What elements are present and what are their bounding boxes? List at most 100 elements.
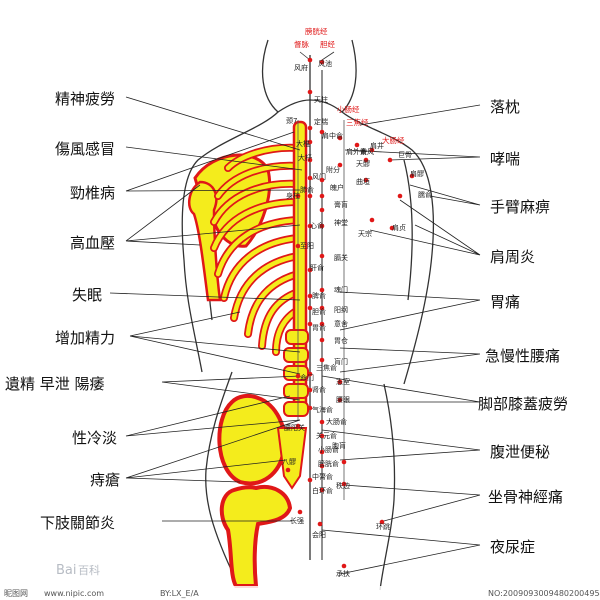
humerus: [187, 180, 222, 302]
point-label: 命门: [300, 373, 314, 382]
indication-label: 手臂麻痹: [490, 198, 550, 216]
meridian-gallbladder: 胆经: [320, 39, 335, 49]
point-label: 胞肓: [332, 441, 346, 450]
point-label: 胆俞: [312, 307, 326, 316]
point-label: 魂门: [334, 285, 348, 294]
watermarks: 昵图网 www.nipic.com BY:LX_E/A NO:200909300…: [0, 563, 600, 600]
point-label: 承扶: [336, 569, 350, 578]
point-label: 长强: [290, 516, 304, 525]
point-label: 肩贞: [392, 223, 406, 232]
point-label: 巨骨: [398, 151, 412, 159]
point-label: 白环俞: [312, 486, 333, 495]
acupoint-markers: [285, 57, 415, 569]
point-label: 膈关: [334, 253, 348, 262]
indication-label: 勁椎病: [70, 184, 115, 202]
point-label: 肺俞: [300, 185, 314, 194]
point-label: 臑俞: [418, 190, 432, 199]
point-label: 阳纲: [334, 305, 348, 314]
point-label: 胃仓: [334, 336, 348, 345]
watermark-site-name: 昵图网: [4, 589, 28, 598]
point-label: 附分: [326, 165, 340, 174]
point-label: 大杼: [298, 153, 312, 162]
meridian-large-intestine: 大肠经: [382, 135, 405, 145]
point-label: 天柱: [314, 95, 328, 104]
point-label: 天宗: [358, 229, 372, 238]
watermark-baidu: Bai: [56, 563, 77, 578]
acupoint-labels: 风府 风池 天柱 颈7 定喘 大椎 肩中俞 肩外俞 巨骨 大杼 风门 天髎 附分…: [282, 59, 432, 578]
point-label: 三焦俞: [316, 363, 337, 372]
point-label: 神堂: [334, 218, 348, 227]
point-label: 身柱: [286, 191, 300, 200]
watermark-baidu-suffix: 百科: [78, 563, 100, 577]
point-label: 意舍: [334, 319, 348, 328]
sacrum: [276, 427, 308, 490]
indication-label: 失眠: [72, 286, 102, 304]
point-label: 膏肓: [334, 200, 348, 209]
point-label: 定喘: [314, 117, 328, 126]
indication-label: 下肢關節炎: [40, 514, 115, 532]
meridian-lines: [297, 51, 345, 560]
point-label: 大椎: [296, 139, 310, 148]
indication-label: 腹泄便秘: [490, 443, 550, 461]
point-label: 脾俞: [312, 291, 326, 300]
meridian-bladder: 膀胱经: [305, 26, 328, 36]
indication-label: 肩周炎: [490, 248, 535, 266]
indication-label: 精神疲勞: [55, 90, 115, 108]
indication-label: 性冷淡: [72, 429, 117, 447]
point-label: 曲垣: [356, 177, 370, 186]
point-label: 八髎: [282, 458, 296, 466]
indication-label: 夜尿症: [490, 538, 535, 556]
point-label: 肩井: [370, 141, 384, 150]
point-label: 肩外俞: [346, 147, 367, 156]
point-label: 肩髎: [410, 169, 424, 178]
indication-label: 脚部膝蓋疲勞: [478, 395, 568, 413]
point-label: 中膂俞: [312, 472, 333, 481]
indication-label: 哮喘: [490, 150, 520, 168]
point-label: 小肠俞: [318, 445, 339, 454]
point-label: 秉风: [360, 147, 374, 156]
indication-label: 坐骨神經痛: [488, 488, 563, 506]
point-label: 魄户: [330, 183, 344, 192]
indication-label: 高血壓: [70, 234, 115, 252]
indication-label: 痔瘡: [90, 471, 120, 489]
right-indication-labels: 落枕 哮喘 手臂麻痹 肩周炎 胃痛 急慢性腰痛 脚部膝蓋疲勞 腹泄便秘 坐骨神經…: [478, 98, 568, 556]
meridian-names: 膀胱经 督脉 胆经 小肠经 三焦经 大肠经: [294, 26, 405, 145]
point-label: 颈7: [286, 117, 297, 125]
point-label: 天髎: [356, 160, 370, 168]
point-label: 环跳: [376, 522, 390, 531]
point-label: 大肠俞: [326, 417, 347, 426]
watermark-url: www.nipic.com: [44, 589, 104, 598]
femur: [219, 485, 293, 588]
point-label: 关元俞: [316, 431, 337, 440]
point-label: 风池: [318, 59, 332, 68]
point-label: 腰眼: [336, 396, 350, 404]
indication-label: 急慢性腰痛: [485, 347, 560, 365]
point-label: 志室: [336, 377, 350, 386]
point-label: 会阳: [312, 530, 326, 539]
point-label: 肾俞: [312, 385, 326, 394]
point-label: 肩中俞: [322, 131, 343, 140]
indication-label: 胃痛: [490, 293, 520, 311]
meridian-small-intestine: 小肠经: [337, 104, 360, 114]
point-label: 肝俞: [310, 263, 324, 272]
indication-label: 落枕: [490, 98, 520, 116]
left-indication-labels: 精神疲勞 傷風感冒 勁椎病 高血壓 失眠 增加精力 遺精 早泄 陽痿 性冷淡 痔…: [5, 90, 120, 532]
point-label: 膀胱俞: [318, 459, 339, 468]
leader-lines: [109, 96, 481, 575]
point-label: 心俞: [310, 221, 324, 230]
point-label: 风门: [312, 172, 326, 181]
point-label: 肓门: [334, 357, 348, 366]
point-label: 腰阳关: [284, 423, 305, 432]
indication-label: 傷風感冒: [55, 140, 115, 158]
watermark-credit: BY:LX_E/A: [160, 589, 199, 598]
point-label: 秩边: [336, 481, 350, 490]
point-label: 气海俞: [312, 405, 333, 414]
point-label: 风府: [294, 63, 308, 72]
point-label: 胃俞: [312, 323, 326, 332]
watermark-id: NO:20090930094802004954: [488, 589, 600, 598]
meridian-du: 督脉: [294, 39, 309, 49]
meridian-san-jiao: 三焦经: [346, 117, 369, 127]
point-label: 至阳: [300, 241, 314, 250]
pelvis: [217, 393, 287, 486]
